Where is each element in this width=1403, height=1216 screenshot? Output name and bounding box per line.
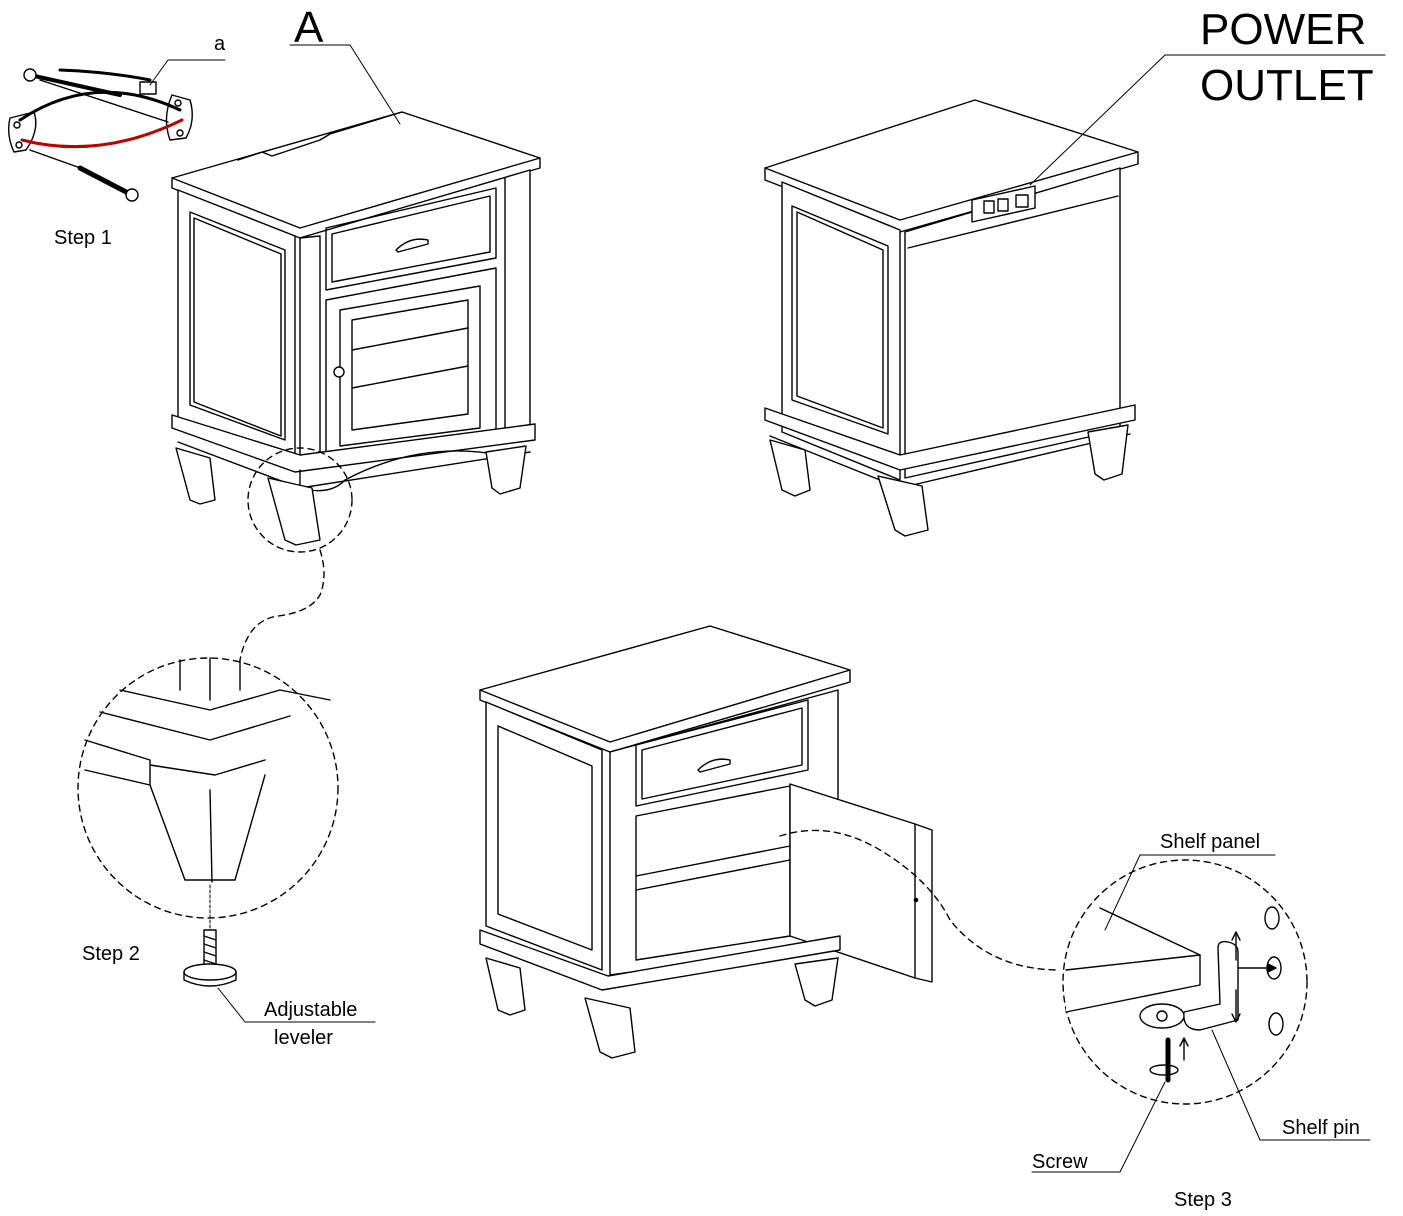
step-1-label: Step 1 [54,227,112,249]
adjustable-leveler-label-line1: Adjustable [264,999,358,1021]
shelf-panel-label: Shelf panel [1160,831,1261,853]
shelf-pin-detail [1031,854,1371,1173]
hardware-a-label: a [214,33,226,55]
step-2-label: Step 2 [82,943,140,965]
power-outlet-label-line1: POWER [1200,5,1367,54]
part-a-label: A [294,3,324,52]
adjustable-leveler-label-line2: leveler [274,1027,333,1049]
screw-label: Screw [1032,1151,1088,1173]
nightstand-back-view [764,54,1386,537]
leveler-detail [77,657,376,1023]
step-3-label: Step 3 [1174,1189,1232,1211]
power-outlet-label-line2: OUTLET [1200,61,1374,110]
nightstand-front-view [171,44,541,661]
shelf-pin-label: Shelf pin [1282,1117,1360,1139]
nightstand-open-door-view [479,625,1061,1059]
anti-tip-strap-kit [7,59,226,202]
